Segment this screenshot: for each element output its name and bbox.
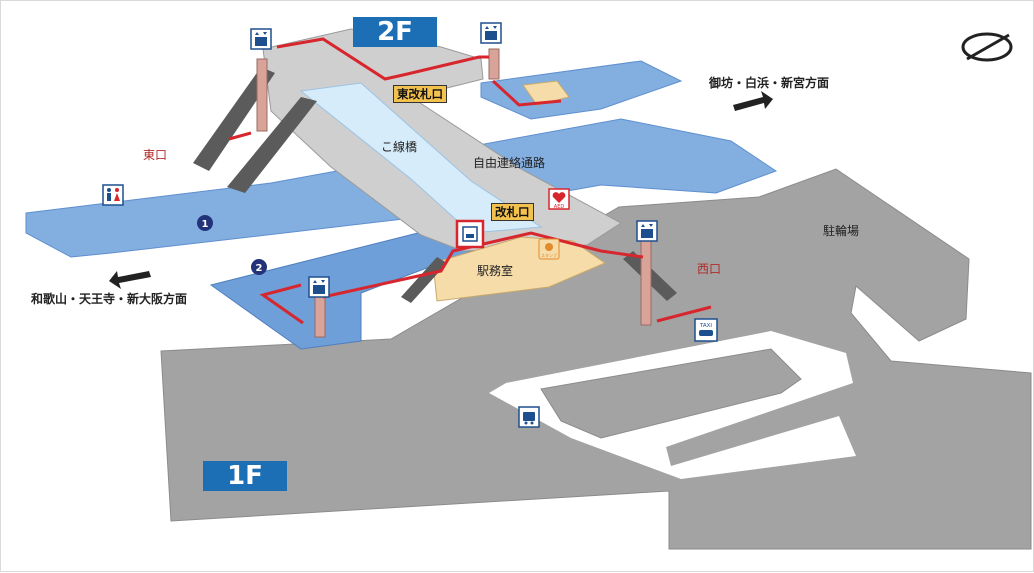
stairs-platform-2 — [401, 257, 447, 303]
platform-2-number: 2 — [251, 259, 267, 275]
accessible-route-p2 — [259, 283, 304, 325]
accessible-route-platform — [491, 79, 562, 107]
floor-1f-badge: 1F — [203, 461, 287, 491]
elevator-icon — [480, 22, 502, 44]
ticket-machine-icon — [455, 219, 485, 249]
aed-label: AED — [554, 204, 565, 210]
station-office-label: 駅務室 — [477, 263, 513, 278]
taxi-icon: TAXI — [694, 318, 718, 342]
elevator-shaft-2 — [488, 48, 500, 80]
accessible-route-2f — [276, 37, 489, 81]
station-office — [432, 236, 607, 302]
taxi-label: TAXI — [699, 323, 712, 329]
stamp-icon: スタンプ — [538, 238, 560, 260]
east-gate-badge: 東改札口 — [393, 85, 447, 103]
floor-2f-badge: 2F — [353, 17, 437, 47]
arrow-toward-wakayama-icon — [109, 271, 151, 289]
stairs-east-1 — [193, 67, 275, 171]
svg-text:1: 1 — [202, 219, 209, 230]
bicycle-parking-label: 駐輪場 — [823, 223, 859, 238]
platform-upper-east — [480, 60, 683, 120]
accessible-route-1f — [322, 231, 644, 299]
direction-wakayama-label: 和歌山・天王寺・新大阪方面 — [30, 291, 187, 306]
east-exit-label: 東口 — [143, 148, 167, 162]
elevator-shaft-1 — [256, 58, 268, 132]
main-gate-badge: 改札口 — [491, 203, 534, 221]
elevator-icon — [250, 28, 272, 50]
elevator-icon — [308, 276, 330, 298]
arrow-toward-gobo-icon — [733, 91, 773, 111]
elevator-icon — [636, 220, 658, 242]
aed-icon: AED — [548, 188, 570, 210]
west-arrow-route — [656, 305, 712, 323]
east-arrow-route — [228, 131, 252, 141]
north-compass-icon — [961, 32, 1013, 62]
overpass-label: こ線橋 — [381, 139, 417, 154]
stairs-east-2 — [227, 97, 317, 193]
elevator-shaft-3 — [640, 240, 652, 326]
roundabout-island — [540, 348, 802, 439]
bus-icon — [518, 406, 540, 428]
svg-text:2: 2 — [256, 263, 263, 274]
overpass-glass — [299, 82, 543, 234]
stamp-label: スタンプ — [541, 252, 557, 258]
restroom-icon — [102, 184, 124, 206]
west-exit-label: 西口 — [697, 262, 721, 276]
elevator-shaft-4 — [314, 296, 326, 338]
free-passage-label: 自由連絡通路 — [473, 155, 545, 170]
platform-1-number: 1 — [197, 215, 213, 231]
direction-gobo-label: 御坊・白浜・新宮方面 — [708, 75, 829, 90]
office-annex — [522, 80, 570, 106]
